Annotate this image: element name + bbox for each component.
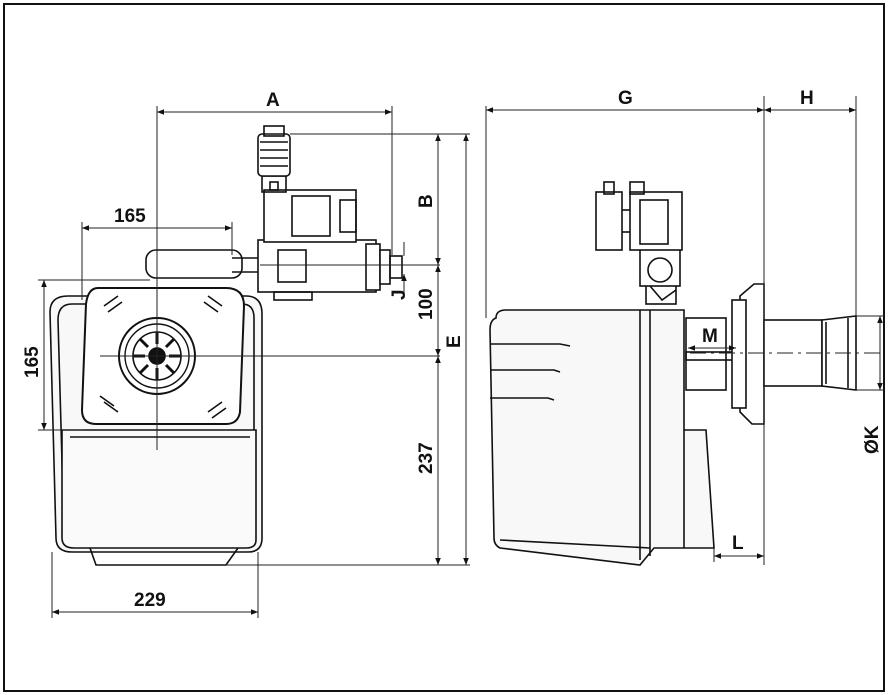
label-H: H bbox=[800, 88, 814, 109]
side-air-tube bbox=[685, 317, 727, 391]
front-valve-head bbox=[263, 189, 357, 243]
label-165-top: 165 bbox=[114, 206, 146, 227]
front-cable-gland bbox=[257, 133, 291, 177]
label-E: E bbox=[444, 335, 465, 348]
front-gas-pipe bbox=[145, 249, 243, 279]
label-L: L bbox=[732, 533, 744, 554]
front-lower-cover bbox=[61, 429, 257, 549]
label-100: 100 bbox=[416, 288, 437, 320]
label-G: G bbox=[618, 88, 633, 109]
label-165-left: 165 bbox=[22, 346, 43, 378]
side-housing bbox=[489, 309, 715, 566]
label-M: M bbox=[702, 326, 718, 347]
label-J: J bbox=[389, 289, 410, 300]
side-dimensions bbox=[485, 96, 884, 565]
label-A: A bbox=[266, 90, 280, 111]
side-valve-head bbox=[629, 191, 683, 251]
side-coil bbox=[595, 191, 623, 251]
label-K: ØK bbox=[862, 425, 883, 454]
front-gas-valve bbox=[257, 239, 377, 293]
drawing-border bbox=[3, 3, 885, 692]
front-dimensions bbox=[38, 106, 470, 618]
label-229: 229 bbox=[134, 590, 166, 611]
side-vents bbox=[490, 343, 571, 401]
label-237: 237 bbox=[416, 442, 437, 474]
side-view bbox=[489, 181, 857, 566]
front-view bbox=[49, 125, 403, 566]
label-B: B bbox=[416, 194, 437, 208]
